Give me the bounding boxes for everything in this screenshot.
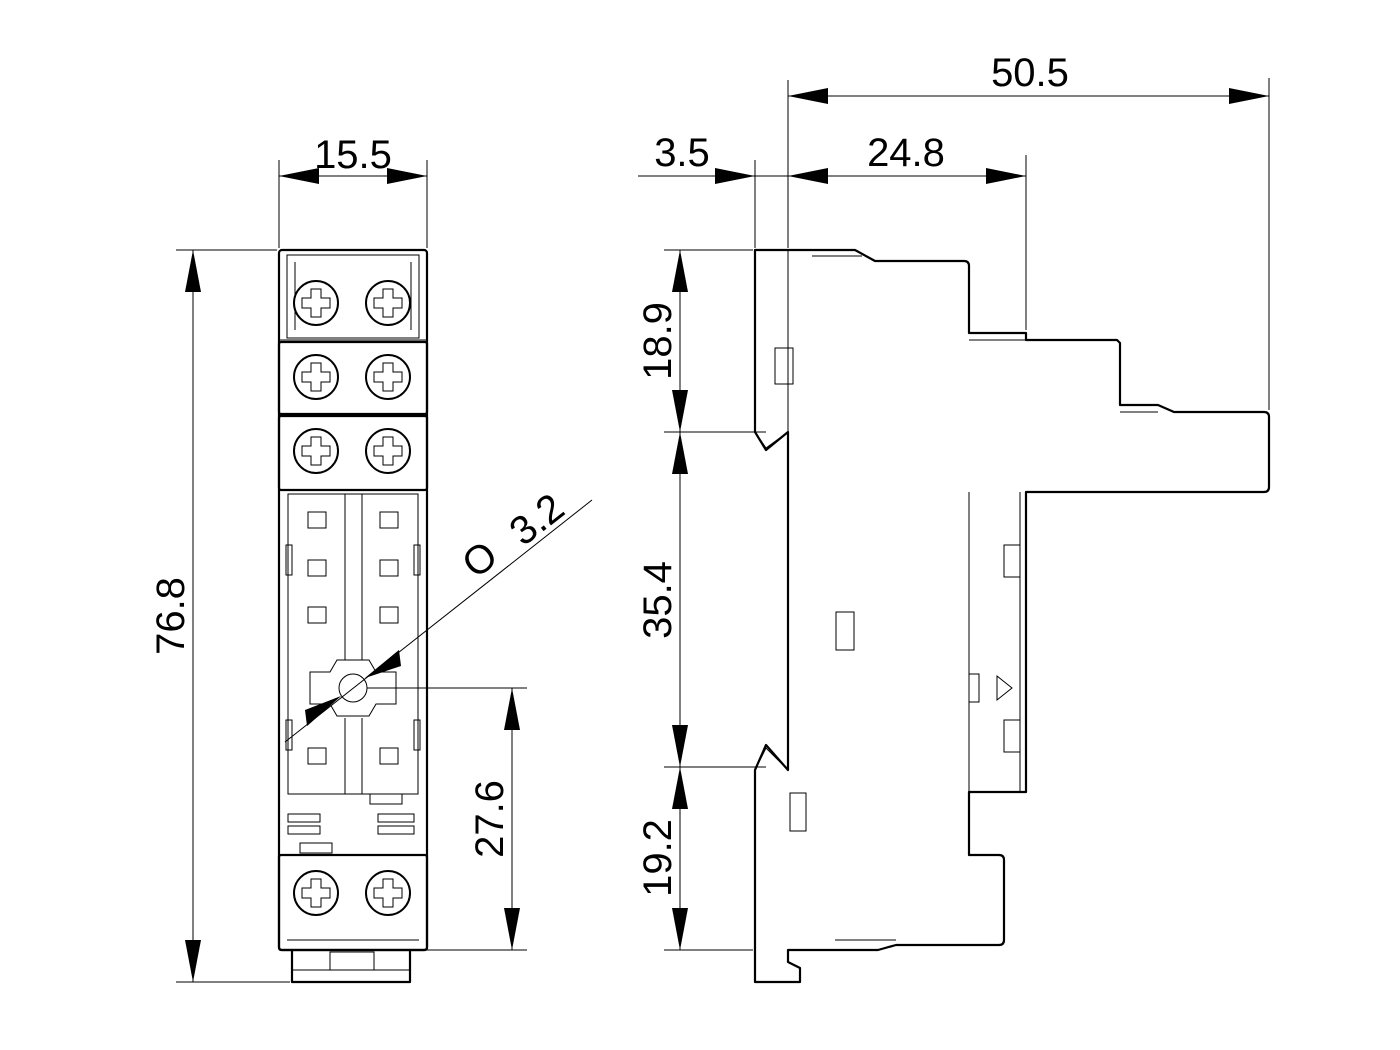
- dim-front-width: 15.5: [314, 133, 392, 177]
- dim-side-total-depth: 50.5: [991, 51, 1069, 95]
- side-view: [753, 248, 1271, 984]
- front-view: [277, 248, 429, 984]
- screw-terminal-2: [365, 280, 411, 326]
- side-dimensions: 50.5 3.5 24.8 18.9 35.4 19.2: [636, 51, 1270, 951]
- screw-terminal-5: [293, 428, 339, 474]
- dim-hole-diameter: 3.2: [502, 485, 573, 554]
- screw-terminal-8: [365, 870, 411, 916]
- dim-side-rail-section: 35.4: [636, 561, 680, 639]
- screw-terminal-6: [365, 428, 411, 474]
- dim-side-offset: 3.5: [654, 131, 710, 175]
- dim-side-step-depth: 24.8: [867, 131, 945, 175]
- screw-terminal-1: [293, 280, 339, 326]
- dim-front-height: 76.8: [149, 577, 193, 655]
- dim-side-bottom-section: 19.2: [636, 819, 680, 897]
- contact-slots: [285, 511, 421, 765]
- screw-terminal-3: [293, 354, 339, 400]
- screw-terminal-7: [293, 870, 339, 916]
- screw-terminal-4: [365, 354, 411, 400]
- dim-side-top-section: 18.9: [636, 302, 680, 380]
- dim-hole-symbol: O: [454, 533, 506, 587]
- dim-hole-height: 27.6: [468, 780, 512, 858]
